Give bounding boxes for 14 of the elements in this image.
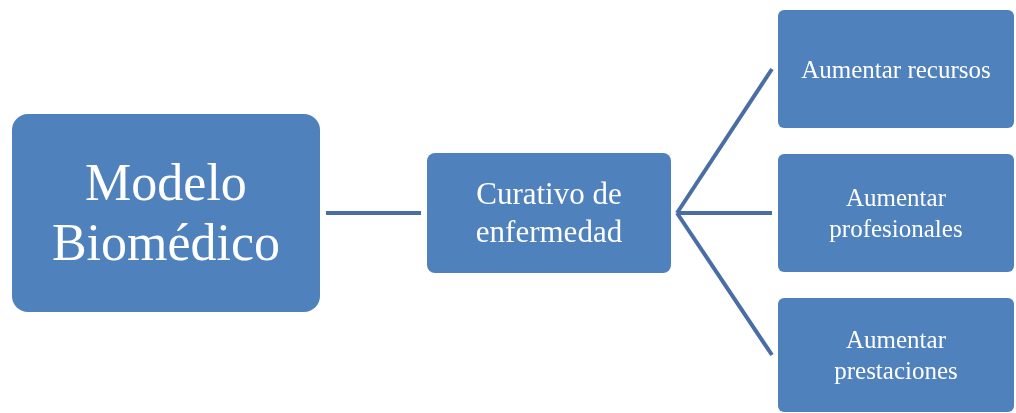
connector-line [675, 67, 774, 215]
box-label: Aumentar profesionales [828, 183, 964, 244]
box-label: Curativo de enfermedad [474, 175, 624, 251]
connector-line [675, 211, 774, 357]
process-box [778, 298, 1014, 412]
process-box [427, 153, 671, 273]
connector-line [326, 211, 421, 215]
box-label: Aumentar recursos [801, 54, 991, 85]
box-label: Aumentar prestaciones [833, 325, 959, 386]
process-box [778, 10, 1014, 128]
box-label: Modelo Biomédico [50, 153, 282, 273]
connector-line [677, 211, 772, 215]
process-box [12, 114, 320, 312]
process-box [778, 154, 1014, 272]
